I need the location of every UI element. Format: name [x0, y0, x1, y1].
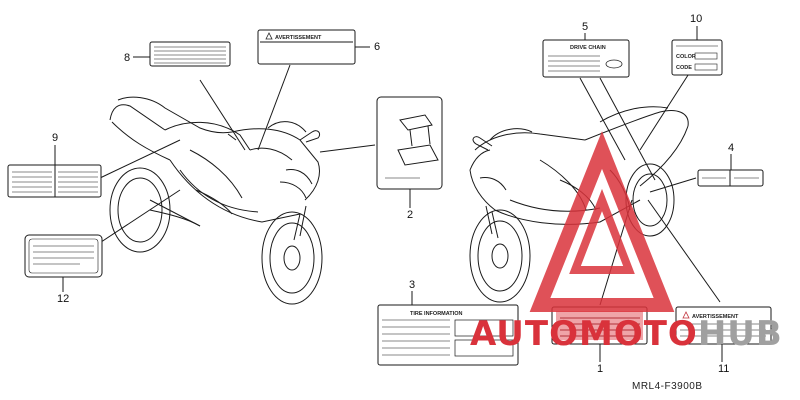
part-number-11: 11 [718, 363, 729, 375]
label-10-code-text: CODE [676, 65, 692, 71]
label-sticker-10: COLOR CODE [671, 39, 723, 76]
diagram-code: MRL4-F3900B [632, 381, 703, 392]
leader-lines [91, 64, 721, 306]
part-number-9: 9 [52, 132, 58, 144]
part-number-2: 2 [407, 209, 413, 221]
label-3-text: TIRE INFORMATION [410, 311, 462, 317]
part-number-4: 5 [582, 21, 588, 33]
label-sticker-3: TIRE INFORMATION [377, 304, 519, 366]
label-11-text: AVERTISSEMENT [692, 314, 739, 320]
label-sticker-8 [149, 41, 231, 67]
label-sticker-11: AVERTISSEMENT [675, 306, 772, 345]
part-number-6: 6 [374, 41, 380, 53]
label-4-text: DRIVE CHAIN [570, 45, 606, 51]
motorcycle-left [109, 96, 323, 305]
watermark-text-auto: AUTO [470, 314, 579, 354]
watermark: AUTOMOTOHUB [470, 131, 783, 354]
part-number-3: 3 [409, 279, 415, 291]
watermark-text: AUTOMOTOHUB [470, 314, 783, 354]
part-number-10: 10 [690, 13, 702, 25]
label-sticker-9 [7, 164, 102, 198]
warning-triangle-icon [265, 32, 273, 40]
part-number-labels: 8 6 5 10 9 4 2 12 3 1 11 [52, 13, 734, 375]
label-sticker-5 [697, 169, 764, 187]
watermark-text-hub: HUB [698, 314, 783, 354]
label-6-text: AVERTISSEMENT [275, 35, 322, 41]
label-sticker-12 [24, 234, 103, 278]
label-10-color-text: COLOR [676, 54, 696, 60]
watermark-text-moto: MOTO [579, 314, 698, 354]
label-sticker-1 [551, 306, 648, 345]
part-number-12: 12 [57, 293, 69, 305]
label-sticker-6: AVERTISSEMENT [257, 29, 356, 65]
label-sticker-2 [376, 96, 443, 190]
part-number-1: 1 [597, 363, 603, 375]
part-number-8: 8 [124, 52, 130, 64]
label-sticker-4: DRIVE CHAIN [542, 39, 630, 78]
part-number-5: 4 [728, 142, 734, 154]
warning-triangle-icon [682, 311, 690, 319]
